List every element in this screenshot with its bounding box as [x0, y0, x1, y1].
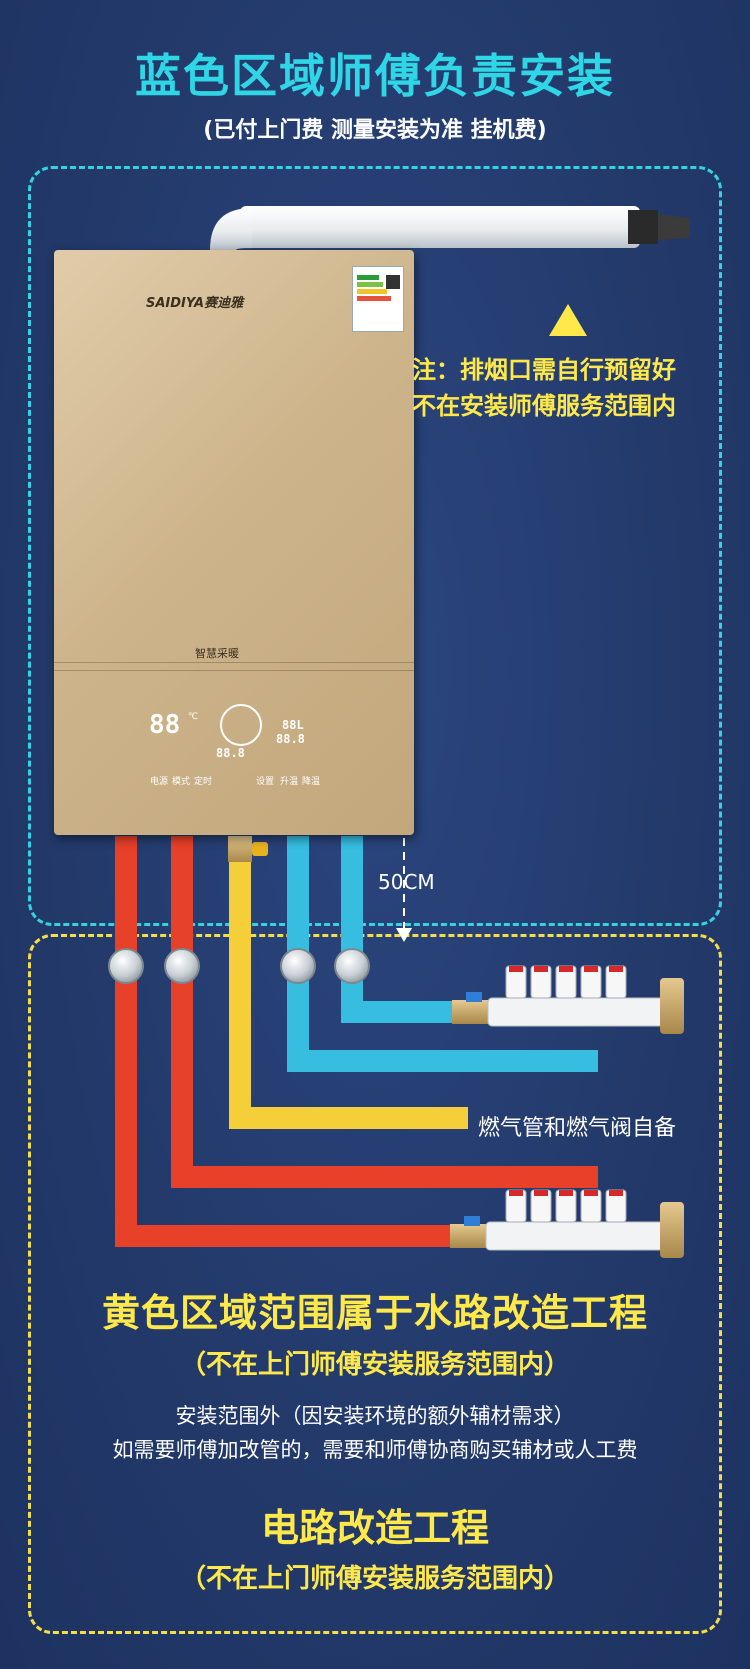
- page-title: 蓝色区域师傅负责安装: [135, 49, 615, 103]
- boiler-brand: SAIDIYA赛迪雅: [146, 296, 244, 311]
- extra-materials-line1: 安装范围外（因安装环境的额外辅材需求）: [175, 1404, 575, 1428]
- button-mode[interactable]: 模式: [172, 777, 191, 787]
- flue-pipe: [210, 206, 690, 250]
- flue-note-line2: 不在安装师傅服务范围内: [412, 392, 676, 420]
- boiler-seam: [54, 670, 414, 671]
- manifold-top: [452, 965, 684, 1034]
- gas-note: 燃气管和燃气阀自备: [478, 1116, 677, 1141]
- button-power[interactable]: 电源: [150, 777, 169, 787]
- display-unit: ℃: [188, 712, 199, 722]
- gas-valve: [228, 836, 268, 862]
- display-flow: 88L: [282, 718, 304, 732]
- boiler-display: 88 ℃ 88.8 88L 88.8: [146, 700, 322, 780]
- boiler-tagline: 智慧采暖: [195, 647, 239, 660]
- blue-install-region: [28, 166, 722, 926]
- display-ring-icon: [220, 704, 262, 746]
- yellow-plumbing-region: [28, 934, 722, 1634]
- extra-materials-line2: 如需要师傅加改管的，需要和师傅协商购买辅材或人工费: [112, 1438, 638, 1462]
- display-temp: 88: [149, 710, 181, 740]
- distance-arrow: [396, 838, 412, 942]
- cold-pipes: [287, 836, 598, 1072]
- display-center: 88.8: [216, 746, 245, 760]
- electric-subtitle: （不在上门师傅安装服务范围内）: [179, 1564, 570, 1594]
- electric-title: 电路改造工程: [260, 1506, 489, 1550]
- energy-efficiency-label: [352, 266, 404, 332]
- button-timer[interactable]: 定时: [194, 777, 213, 787]
- display-pressure: 88.8: [276, 732, 305, 746]
- button-settings[interactable]: 设置: [256, 777, 275, 787]
- wall-collars: [108, 948, 370, 984]
- plumbing-title: 黄色区域范围属于水路改造工程: [101, 1291, 648, 1335]
- boiler-seam: [54, 662, 414, 663]
- warning-triangle-icon: [549, 304, 587, 336]
- button-temp-down[interactable]: 降温: [302, 777, 321, 787]
- plumbing-subtitle: （不在上门师傅安装服务范围内）: [179, 1350, 570, 1380]
- flue-note: 注：排烟口需自行预留好 不在安装师傅服务范围内: [412, 352, 676, 424]
- page-subtitle: (已付上门费 测量安装为准 挂机费): [203, 118, 547, 143]
- distance-label: 50CM: [378, 870, 435, 894]
- gas-pipe: [229, 836, 468, 1129]
- flue-note-line1: 注：排烟口需自行预留好: [412, 356, 676, 384]
- boiler-buttons: 电源 模式 定时 设置 升温 降温: [150, 760, 322, 790]
- button-temp-up[interactable]: 升温: [280, 777, 299, 787]
- manifold-bottom: [450, 1189, 684, 1258]
